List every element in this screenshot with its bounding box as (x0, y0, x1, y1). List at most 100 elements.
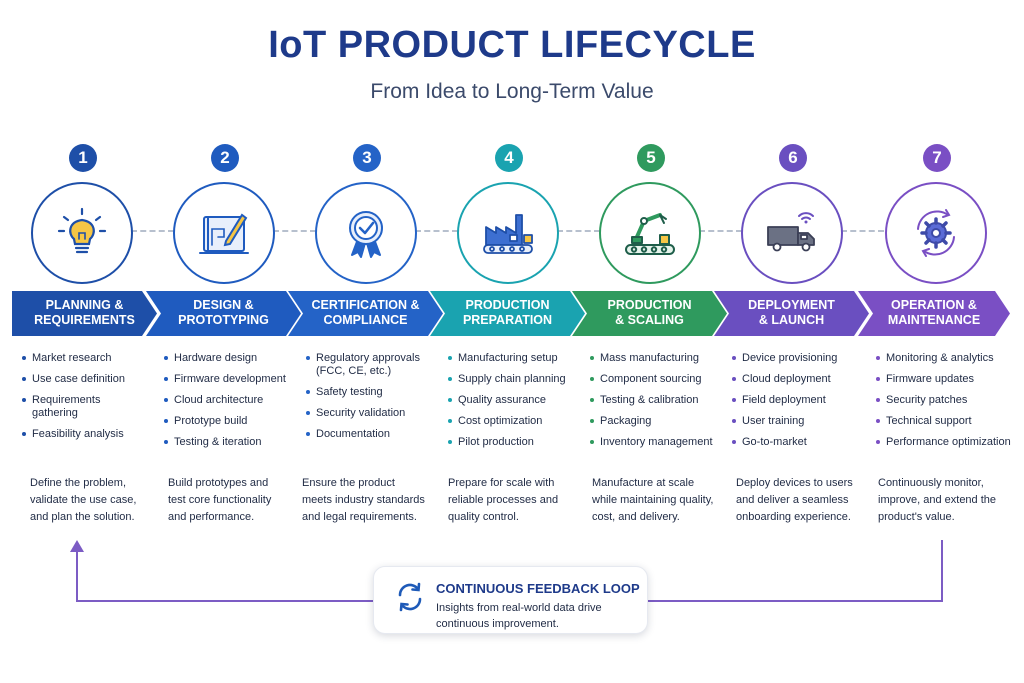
list-item: Requirements gathering (20, 394, 165, 420)
refresh-cycle-icon (398, 582, 422, 612)
stage-bullet-list: Market research Use case definition Requ… (20, 352, 165, 449)
list-item: Manufacturing setup (446, 352, 591, 365)
list-item: Technical support (874, 415, 1019, 428)
list-item: User training (730, 415, 875, 428)
list-item: Market research (20, 352, 165, 365)
lightbulb-icon (57, 207, 107, 254)
stage-label: PRODUCTION PREPARATION (462, 298, 553, 327)
stage-6: 6 DEPLOYMENT & LAUNCH Device provisionin… (714, 0, 869, 683)
stage-description: Ensure the product meets industry standa… (302, 477, 425, 523)
list-item: Quality assurance (446, 394, 591, 407)
list-item: Device provisioning (730, 352, 875, 365)
delivery-truck-icon (767, 212, 815, 252)
list-item: Testing & calibration (588, 394, 733, 407)
list-item: Field deployment (730, 394, 875, 407)
list-item: Regulatory approvals (FCC, CE, etc.) (304, 352, 449, 378)
connector (131, 230, 174, 232)
list-item: Feasibility analysis (20, 428, 165, 441)
stage-description: Build prototypes and test core functiona… (168, 477, 272, 523)
feedback-loop-line (647, 600, 943, 602)
feedback-loop-card: CONTINUOUS FEEDBACK LOOP Insights from r… (373, 566, 648, 634)
stage-icon-circle (31, 182, 133, 284)
stage-description: Deploy devices to users and deliver a se… (736, 477, 853, 523)
stage-bullet-list: Mass manufacturing Component sourcing Te… (588, 352, 733, 457)
stage-7: 7 OPERATION & MAINTENANCE Monitoring & a… (858, 0, 1011, 683)
stage-label: PRODUCTION & SCALING (607, 298, 692, 327)
stage-icon-circle (173, 182, 275, 284)
stage-description: Manufacture at scale while maintaining q… (592, 477, 714, 523)
certificate-badge-icon (349, 211, 383, 258)
connector (415, 230, 458, 232)
page-title: IoT PRODUCT LIFECYCLE (268, 24, 756, 66)
list-item: Supply chain planning (446, 373, 591, 386)
stage-4: 4 PRODUCTION PREPARATION Manufacturing s… (430, 0, 585, 683)
stage-icon-circle (599, 182, 701, 284)
list-item: Security patches (874, 394, 1019, 407)
connector (841, 230, 884, 232)
stage-bullet-list: Manufacturing setup Supply chain plannin… (446, 352, 591, 457)
feedback-title: CONTINUOUS FEEDBACK LOOP (436, 581, 640, 596)
stage-description: Continuously monitor, improve, and exten… (878, 477, 997, 523)
list-item: Safety testing (304, 386, 449, 399)
stage-chevron: PRODUCTION PREPARATION (430, 291, 585, 336)
list-item: Performance optimization (874, 436, 1019, 449)
feedback-loop-line (941, 540, 943, 602)
stage-icon-circle (315, 182, 417, 284)
stage-label: OPERATION & MAINTENANCE (887, 298, 981, 327)
stage-number-badge: 7 (923, 144, 951, 172)
stage-label: PLANNING & REQUIREMENTS (34, 298, 135, 327)
feedback-arrow-head (70, 540, 84, 552)
stage-number-badge: 5 (637, 144, 665, 172)
gear-cycle-icon (917, 209, 955, 257)
list-item: Testing & iteration (162, 436, 307, 449)
stage-icon-circle (741, 182, 843, 284)
page-subtitle: From Idea to Long-Term Value (370, 80, 654, 103)
stage-description: Define the problem, validate the use cas… (30, 477, 137, 523)
stage-5: 5 PRODUCTION & SCALING Mass manufacturin… (572, 0, 727, 683)
list-item: Hardware design (162, 352, 307, 365)
stage-icon-circle (885, 182, 987, 284)
stage-number-badge: 3 (353, 144, 381, 172)
feedback-text: Insights from real-world data drive cont… (436, 602, 602, 630)
stage-1: 1 PLANNING & REQUIREMENTS Market researc… (12, 0, 157, 683)
stage-number-badge: 2 (211, 144, 239, 172)
list-item: Firmware development (162, 373, 307, 386)
list-item: Use case definition (20, 373, 165, 386)
stage-chevron: DEPLOYMENT & LAUNCH (714, 291, 869, 336)
list-item: Monitoring & analytics (874, 352, 1019, 365)
stage-icon-circle (457, 182, 559, 284)
stage-description: Prepare for scale with reliable processe… (448, 477, 559, 523)
connector (273, 230, 316, 232)
stage-bullet-list: Hardware design Firmware development Clo… (162, 352, 307, 457)
list-item: Mass manufacturing (588, 352, 733, 365)
stage-bullet-list: Device provisioning Cloud deployment Fie… (730, 352, 875, 457)
factory-icon (483, 214, 533, 254)
list-item: Cloud deployment (730, 373, 875, 386)
stage-label: DEPLOYMENT & LAUNCH (748, 298, 835, 327)
stage-2: 2 DESIGN & PROTOTYPING Hardware design F… (146, 0, 301, 683)
list-item: Documentation (304, 428, 449, 441)
feedback-loop-line (76, 552, 78, 602)
stage-chevron: OPERATION & MAINTENANCE (858, 291, 1010, 336)
list-item: Firmware updates (874, 373, 1019, 386)
connector (699, 230, 742, 232)
stage-chevron: PRODUCTION & SCALING (572, 291, 727, 336)
robot-arm-icon (625, 213, 675, 255)
list-item: Pilot production (446, 436, 591, 449)
list-item: Cloud architecture (162, 394, 307, 407)
stage-number-badge: 1 (69, 144, 97, 172)
stage-chevron: PLANNING & REQUIREMENTS (12, 291, 157, 336)
connector (557, 230, 600, 232)
stage-number-badge: 4 (495, 144, 523, 172)
stage-chevron: CERTIFICATION & COMPLIANCE (288, 291, 443, 336)
list-item: Packaging (588, 415, 733, 428)
blueprint-pencil-icon (199, 213, 249, 254)
stage-number-badge: 6 (779, 144, 807, 172)
list-item: Component sourcing (588, 373, 733, 386)
list-item: Cost optimization (446, 415, 591, 428)
stage-bullet-list: Regulatory approvals (FCC, CE, etc.) Saf… (304, 352, 449, 449)
stage-bullet-list: Monitoring & analytics Firmware updates … (874, 352, 1019, 457)
feedback-loop-line (76, 600, 374, 602)
list-item: Security validation (304, 407, 449, 420)
list-item: Prototype build (162, 415, 307, 428)
